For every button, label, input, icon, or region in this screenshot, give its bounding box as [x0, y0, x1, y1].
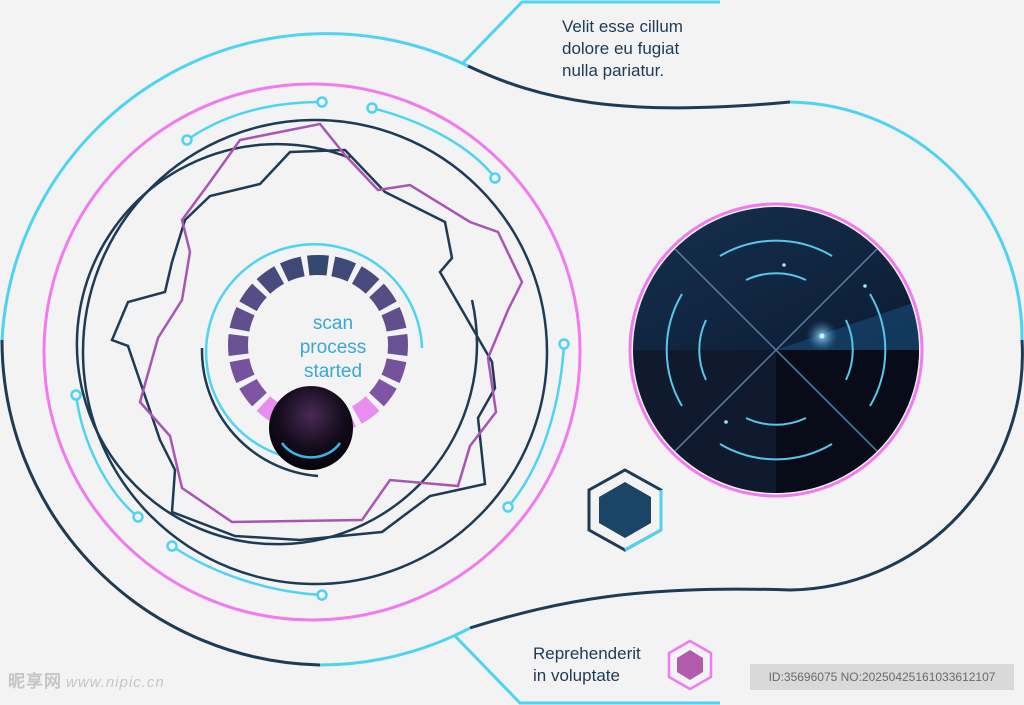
outer-frame-left-arc-navy	[0, 339, 321, 667]
circuit-node-icon	[489, 172, 501, 184]
bottom-callout-line	[453, 634, 720, 705]
progress-segment	[307, 255, 329, 276]
progress-segment	[351, 266, 380, 294]
progress-segment	[279, 256, 305, 282]
trace-right	[507, 343, 566, 508]
scan-indicator-ball	[269, 386, 353, 470]
progress-segment	[239, 378, 267, 407]
outer-frame-right-lower-arc	[789, 339, 1024, 592]
outer-frame-bottom-curve	[469, 587, 791, 630]
circuit-node-icon	[132, 511, 144, 523]
circuit-node-icon	[366, 102, 378, 114]
scan-label-line-1: scan	[312, 313, 354, 334]
top-note-line-1: Velit esse cillum	[562, 17, 683, 36]
top-note-line-2: dolore eu fugiat	[562, 39, 680, 58]
trace-top-left	[186, 100, 323, 142]
jagged-outline-navy	[110, 148, 497, 542]
small-hexagon-icon	[667, 639, 713, 691]
scan-label-line-3: started	[303, 361, 363, 382]
trace-top-right	[371, 106, 496, 179]
scan-status-label: scan process started	[258, 312, 408, 384]
outer-frame-top-curve	[467, 64, 791, 110]
outer-frame-right-arc	[789, 100, 1024, 341]
hexagon-icon	[587, 468, 663, 552]
progress-segment	[229, 306, 255, 332]
pink-ring	[42, 82, 582, 622]
top-note-line-3: nulla pariatur.	[562, 61, 665, 80]
navy-ring-inner-arc	[75, 142, 479, 546]
bottom-note-line-1: Reprehenderit	[533, 644, 641, 663]
progress-segment	[256, 266, 285, 294]
outer-frame-left-arc-cyan	[0, 32, 469, 341]
progress-segment	[369, 378, 397, 407]
jagged-outline-purple	[138, 122, 524, 524]
trace-bottom	[171, 544, 323, 597]
progress-segment	[228, 334, 249, 356]
outer-frame-bottom-arc-cyan	[319, 626, 471, 667]
navy-ring-outer	[81, 118, 549, 586]
inner-cyan-arc	[204, 243, 424, 462]
circuit-node-icon	[502, 501, 514, 513]
progress-segment	[381, 306, 407, 332]
circuit-node-icon	[181, 134, 193, 146]
inner-navy-arc	[200, 347, 319, 478]
top-note: Velit esse cillum dolore eu fugiat nulla…	[562, 16, 683, 82]
circuit-nodes	[70, 96, 570, 601]
circuit-node-icon	[316, 589, 328, 601]
progress-segment	[387, 334, 409, 356]
watermark-brand-name: 昵享网	[8, 672, 62, 691]
top-callout-line	[460, 0, 720, 66]
progress-segment	[331, 256, 357, 282]
callout-lines	[453, 0, 720, 705]
trace-left	[74, 394, 139, 518]
progress-segment	[381, 358, 407, 384]
radar-icon	[628, 202, 924, 498]
scan-label-line-2: process	[299, 337, 367, 358]
circuit-traces	[74, 100, 566, 597]
watermark-url: www.nipic.cn	[66, 674, 165, 691]
bottom-note-line-2: in voluptate	[533, 666, 620, 685]
outer-frame	[0, 32, 1024, 667]
circuit-node-icon	[558, 338, 570, 350]
circuit-node-icon	[166, 540, 178, 552]
progress-segment	[369, 283, 397, 312]
watermark-id: ID:35696075 NO:20250425161033612107	[750, 664, 1014, 690]
circuit-node-icon	[70, 389, 82, 401]
progress-segment	[229, 358, 255, 384]
bottom-note: Reprehenderit in voluptate	[533, 643, 641, 687]
circuit-node-icon	[316, 96, 328, 108]
progress-segment-active	[351, 396, 380, 424]
progress-segment	[239, 283, 267, 312]
